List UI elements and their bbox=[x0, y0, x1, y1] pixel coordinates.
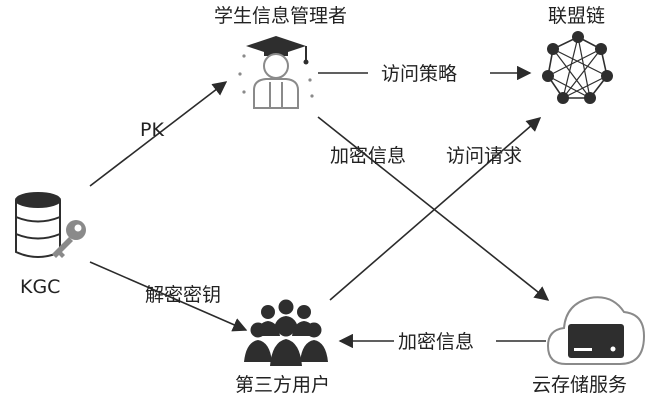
cloud-server-icon bbox=[546, 296, 646, 365]
edge-manager-to-cloud bbox=[317, 116, 550, 301]
node-manager-label: 学生信息管理者 bbox=[214, 5, 347, 27]
edge-user-to-blockchain bbox=[329, 117, 542, 301]
edge-kgc-to-user bbox=[89, 261, 248, 332]
graduate-icon bbox=[238, 36, 314, 109]
blockchain-network-icon bbox=[542, 31, 613, 104]
label-encrypt-info-top: 加密信息 bbox=[330, 145, 406, 167]
node-cloud-label: 云存储服务 bbox=[532, 374, 627, 396]
label-pk: PK bbox=[140, 119, 164, 141]
label-access-request: 访问请求 bbox=[446, 145, 522, 167]
node-user-label: 第三方用户 bbox=[235, 374, 330, 396]
label-decrypt-key: 解密密钥 bbox=[145, 284, 221, 306]
edge-kgc-to-manager bbox=[89, 81, 228, 187]
label-access-policy: 访问策略 bbox=[381, 63, 457, 85]
node-kgc-label: KGC bbox=[20, 276, 60, 298]
users-group-icon bbox=[244, 299, 328, 366]
label-encrypt-info-bottom: 加密信息 bbox=[398, 331, 474, 353]
node-blockchain-label: 联盟链 bbox=[548, 5, 605, 27]
database-key-icon bbox=[15, 192, 86, 258]
